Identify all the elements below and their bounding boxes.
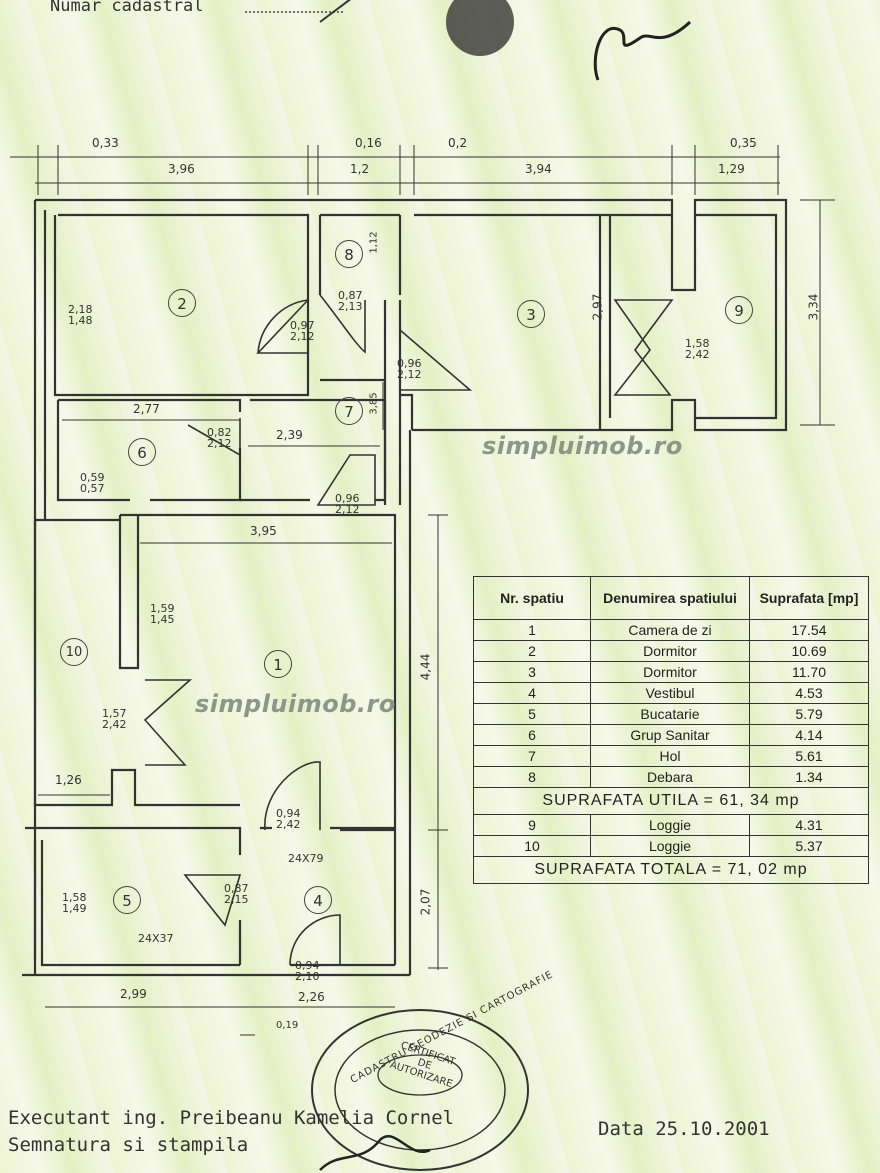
- walls: [22, 198, 788, 977]
- dim-bottom-3: 0,19: [276, 1020, 299, 1031]
- top-stamp-blot: [446, 0, 514, 56]
- room-number-9: 9: [725, 296, 753, 324]
- stamp-seal: [311, 1009, 529, 1171]
- suprafata-totala: SUPRAFATA TOTALA = 71, 02 mp: [473, 856, 869, 884]
- dim-top-5: 3,96: [168, 162, 195, 176]
- table-row-utila: SUPRAFATA UTILA = 61, 34 mp: [473, 787, 869, 815]
- room-number-8: 8: [335, 240, 363, 268]
- executant-line: Executant ing. Preibeanu Kamelia Cornel: [8, 1107, 455, 1129]
- dim-interior-7: 3,85: [368, 392, 380, 415]
- top-signature: [593, 20, 692, 81]
- top-dimension-lines: [10, 145, 780, 195]
- interior-dimension-lines: [38, 382, 395, 1036]
- dim-interior-6: 2,07: [418, 888, 433, 916]
- dim-top-4: 0,35: [730, 136, 757, 150]
- cadastral-number-label: Numar cadastral: [50, 0, 204, 16]
- dim-interior-1: 2,77: [133, 402, 160, 416]
- room-number-1: 1: [264, 650, 292, 678]
- table-row-totala: SUPRAFATA TOTALA = 71, 02 mp: [473, 856, 869, 884]
- room-number-3: 3: [517, 300, 545, 328]
- dim-interior-5: 4,44: [418, 653, 433, 681]
- dim-bottom-2: 2,26: [298, 990, 325, 1004]
- dim-top-7: 3,94: [525, 162, 552, 176]
- dim-loggia-height: 2,97: [590, 293, 605, 321]
- signature-stroke: [319, 0, 351, 23]
- watermark-top: simpluimob.ro: [482, 432, 683, 460]
- header-denumirea: Denumirea spatiului: [590, 576, 750, 620]
- dim-right-height: 3,34: [806, 293, 821, 321]
- dim-interior-8: 1,12: [368, 231, 380, 254]
- dim-interior-3: 3,95: [250, 524, 277, 538]
- box-label-1: 24X79: [288, 852, 324, 865]
- dim-interior-4: 1,26: [55, 773, 82, 787]
- room-number-4: 4: [304, 886, 332, 914]
- dim-top-3: 0,2: [448, 136, 468, 150]
- dim-top-8: 1,29: [718, 162, 745, 176]
- room-number-7: 7: [335, 397, 363, 425]
- room-number-5: 5: [113, 886, 141, 914]
- footer-signature: [319, 1135, 431, 1171]
- header-nr: Nr. spatiu: [473, 576, 591, 620]
- dim-top-2: 0,16: [355, 136, 382, 150]
- suprafata-utila: SUPRAFATA UTILA = 61, 34 mp: [473, 787, 869, 815]
- box-label-2: 24X37: [138, 932, 174, 945]
- door-swings: [143, 294, 674, 966]
- dim-bottom-1: 2,99: [120, 987, 147, 1001]
- dim-top-6: 1,2: [350, 162, 370, 176]
- right-dimension-lines: [428, 199, 835, 970]
- area-table-header: Nr. spatiu Denumirea spatiului Suprafata…: [473, 576, 869, 620]
- room-number-10: 10: [60, 638, 88, 666]
- area-table: Nr. spatiu Denumirea spatiului Suprafata…: [473, 576, 869, 884]
- header-suprafata: Suprafata [mp]: [749, 576, 869, 620]
- date-line: Data 25.10.2001: [598, 1118, 770, 1140]
- room-number-2: 2: [168, 289, 196, 317]
- signature-line: Semnatura si stampila: [8, 1134, 249, 1156]
- dim-interior-2: 2,39: [276, 428, 303, 442]
- dim-top-1: 0,33: [92, 136, 119, 150]
- watermark-middle: simpluimob.ro: [195, 690, 396, 718]
- room-number-6: 6: [128, 438, 156, 466]
